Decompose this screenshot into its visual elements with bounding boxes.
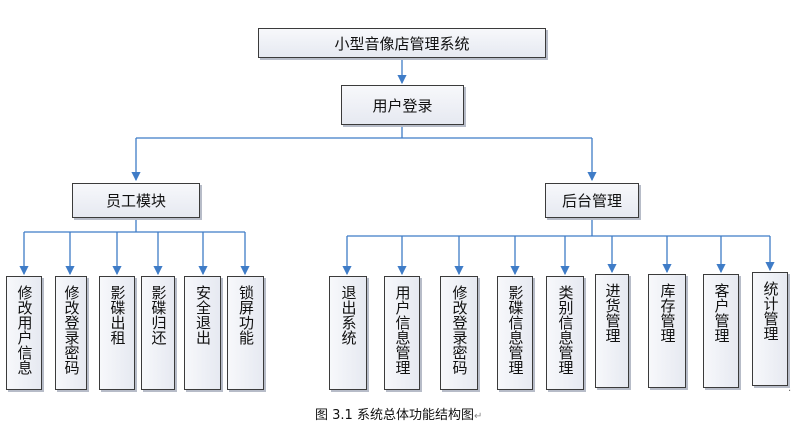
- admin-item-text: 类别信息管理: [556, 285, 575, 375]
- admin-box: 后台管理: [545, 183, 639, 218]
- admin-item-box: 进货管理: [595, 274, 629, 388]
- staff-item-box: 锁屏功能: [227, 276, 264, 390]
- figure-caption-text: 图 3.1 系统总体功能结构图: [315, 408, 474, 423]
- staff-item-text: 安全退出: [194, 285, 212, 345]
- admin-item-text: 客户管理: [712, 283, 731, 343]
- admin-item-text: 影碟信息管理: [506, 285, 525, 375]
- admin-item-box: 类别信息管理: [546, 276, 584, 390]
- figure-caption: 图 3.1 系统总体功能结构图↵: [315, 404, 482, 423]
- staff-item-box: 影碟归还: [141, 276, 175, 390]
- admin-item-box: 影碟信息管理: [497, 276, 533, 390]
- admin-item-text: 退出系统: [339, 285, 358, 345]
- staff-module-box: 员工模块: [72, 183, 200, 218]
- staff-item-text: 修改用户信息: [15, 285, 34, 375]
- admin-item-box: 用户信息管理: [384, 276, 420, 390]
- admin-item-text: 库存管理: [658, 283, 677, 343]
- admin-item-text: 进货管理: [603, 283, 622, 343]
- staff-item-text: 影碟归还: [149, 285, 168, 345]
- admin-item-text: 修改登录密码: [450, 285, 469, 375]
- paragraph-mark: ↵: [473, 411, 483, 422]
- staff-item-text: 影碟出租: [108, 285, 127, 345]
- admin-item-box: 客户管理: [703, 274, 739, 388]
- staff-item-box: 影碟出租: [99, 276, 135, 390]
- staff-module-text: 员工模块: [105, 192, 166, 210]
- admin-item-box: 修改登录密码: [440, 276, 478, 390]
- login-box: 用户登录: [341, 85, 464, 125]
- admin-item-box: 库存管理: [648, 274, 686, 388]
- admin-item-box: 退出系统: [329, 276, 367, 390]
- staff-item-box: 安全退出: [184, 276, 221, 390]
- title-text: 小型音像店管理系统: [334, 34, 470, 53]
- staff-item-text: 锁屏功能: [237, 285, 255, 345]
- staff-item-box: 修改用户信息: [6, 276, 42, 390]
- login-text: 用户登录: [372, 96, 433, 115]
- anchor-mark-icon: ·: [788, 386, 792, 397]
- admin-text: 后台管理: [561, 192, 622, 210]
- admin-item-text: 用户信息管理: [393, 285, 412, 375]
- staff-item-box: 修改登录密码: [55, 276, 87, 390]
- admin-item-text: 统计管理: [761, 281, 780, 341]
- title-box: 小型音像店管理系统: [258, 28, 546, 58]
- staff-item-text: 修改登录密码: [62, 285, 81, 375]
- admin-item-box: 统计管理: [752, 272, 788, 386]
